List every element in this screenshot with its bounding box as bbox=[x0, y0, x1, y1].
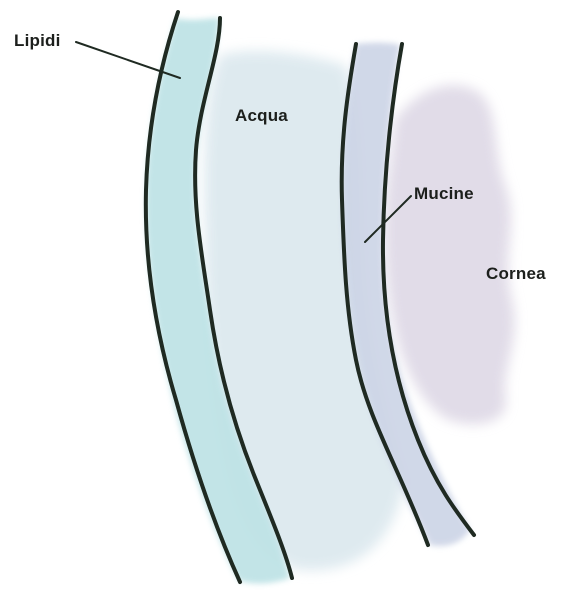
label-mucine: Mucine bbox=[414, 184, 474, 204]
label-lipidi: Lipidi bbox=[14, 31, 61, 51]
cornea-region bbox=[384, 85, 514, 424]
label-acqua: Acqua bbox=[235, 106, 288, 126]
label-cornea: Cornea bbox=[486, 264, 546, 284]
